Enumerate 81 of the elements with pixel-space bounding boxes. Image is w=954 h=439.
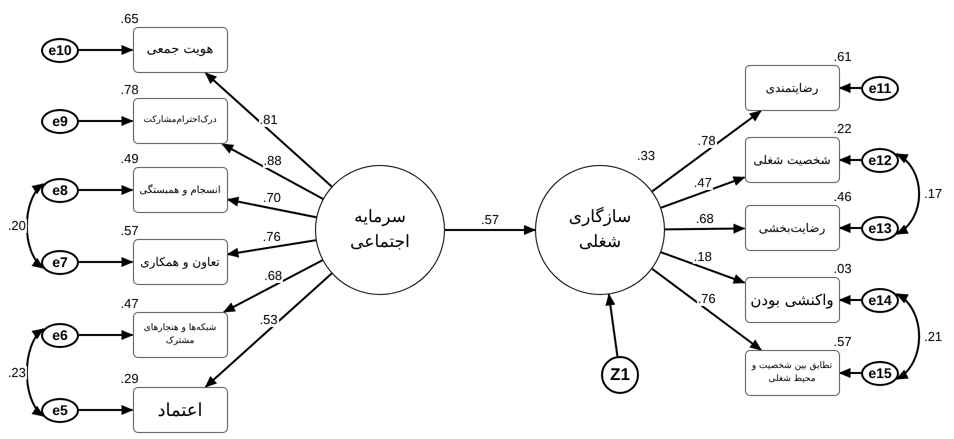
edge-label: .53 <box>258 313 279 328</box>
error-ellipse: e9 <box>41 108 79 134</box>
arrow <box>652 268 762 351</box>
error-ellipse: e14 <box>861 288 899 312</box>
covariance-arrow <box>26 183 44 269</box>
edge-label: .21 <box>923 330 944 344</box>
indicator-box: اعتماد <box>132 387 228 433</box>
error-ellipse: e12 <box>861 148 899 172</box>
arrow <box>222 259 323 313</box>
arrow <box>79 45 134 55</box>
edge-label: .70 <box>262 191 282 206</box>
edge-label: .78 <box>696 134 717 148</box>
arrow <box>838 83 861 93</box>
edge-label: .17 <box>923 187 944 201</box>
indicator-box: درک‌احترام‌مشارکت <box>132 98 228 144</box>
indicator-box: تعاون و همکاری <box>132 239 228 285</box>
arrow <box>605 293 618 356</box>
arrow <box>79 330 134 340</box>
edge-label: .88 <box>262 154 283 168</box>
value-label: .33 <box>637 149 656 163</box>
arrow <box>226 239 316 258</box>
indicator-box: هویت جمعی <box>132 27 228 73</box>
arrow <box>79 405 134 415</box>
error-ellipse: e13 <box>861 216 899 240</box>
arrow <box>79 185 134 195</box>
arrow <box>204 272 332 388</box>
arrow <box>226 196 316 218</box>
latent-circle: سازگاری شغلی <box>535 165 665 295</box>
arrow <box>838 223 861 233</box>
value-label: .46 <box>834 190 852 204</box>
disturbance-circle: Z1 <box>601 356 639 394</box>
arrow <box>79 257 134 267</box>
edge-label: .57 <box>480 213 500 227</box>
edge-label: .20 <box>6 219 27 233</box>
edge-label: .76 <box>262 230 282 244</box>
covariance-arrow <box>896 293 920 380</box>
arrow <box>838 295 861 305</box>
arrow <box>652 110 762 192</box>
indicator-box: واکنشی بودن <box>744 277 840 323</box>
value-label: .57 <box>120 224 139 238</box>
edge-label: .76 <box>696 292 717 306</box>
value-label: .47 <box>120 297 139 311</box>
value-label: .03 <box>834 262 852 276</box>
arrow <box>838 155 861 165</box>
covariance-arrow <box>896 153 920 235</box>
value-label: .78 <box>120 83 139 97</box>
edge-label: .47 <box>692 176 713 190</box>
indicator-box: انسجام و همبستگی <box>132 167 228 213</box>
edge-label: .18 <box>692 250 713 264</box>
edge-label: .23 <box>6 366 27 380</box>
error-ellipse: e11 <box>861 76 899 100</box>
edge-label: .68 <box>694 212 715 226</box>
arrow <box>221 143 324 200</box>
indicator-box: شبکه‌ها و هنجارهای مشترک <box>132 312 228 358</box>
error-ellipse: e8 <box>41 178 79 202</box>
indicator-box: رضایتمندی <box>744 65 840 111</box>
arrow <box>664 224 746 234</box>
error-ellipse: e10 <box>41 38 79 62</box>
error-ellipse: e6 <box>41 322 79 348</box>
error-ellipse: e15 <box>861 360 899 386</box>
indicator-box: تطابق بین شخصیت و محیط شغلی <box>744 350 840 396</box>
value-label: .29 <box>120 372 139 386</box>
edge-label: .81 <box>258 112 279 127</box>
arrow <box>204 72 332 188</box>
error-ellipse: e5 <box>41 398 79 422</box>
value-label: .22 <box>834 122 852 136</box>
edge-label: .68 <box>263 269 284 284</box>
arrow <box>660 251 746 284</box>
value-label: .61 <box>834 50 852 64</box>
error-ellipse: e7 <box>41 250 79 274</box>
indicator-box: شخصیت شغلی <box>744 137 840 183</box>
arrow <box>445 225 536 235</box>
covariance-arrow <box>26 328 44 417</box>
value-label: .65 <box>120 12 139 26</box>
value-label: .49 <box>120 152 139 166</box>
arrow <box>660 176 746 209</box>
latent-circle: سرمایه اجتماعی <box>315 165 445 295</box>
arrow <box>79 116 134 126</box>
arrow <box>838 368 861 378</box>
indicator-box: رضایت‌بخشی <box>744 205 840 251</box>
value-label: .57 <box>834 335 852 349</box>
